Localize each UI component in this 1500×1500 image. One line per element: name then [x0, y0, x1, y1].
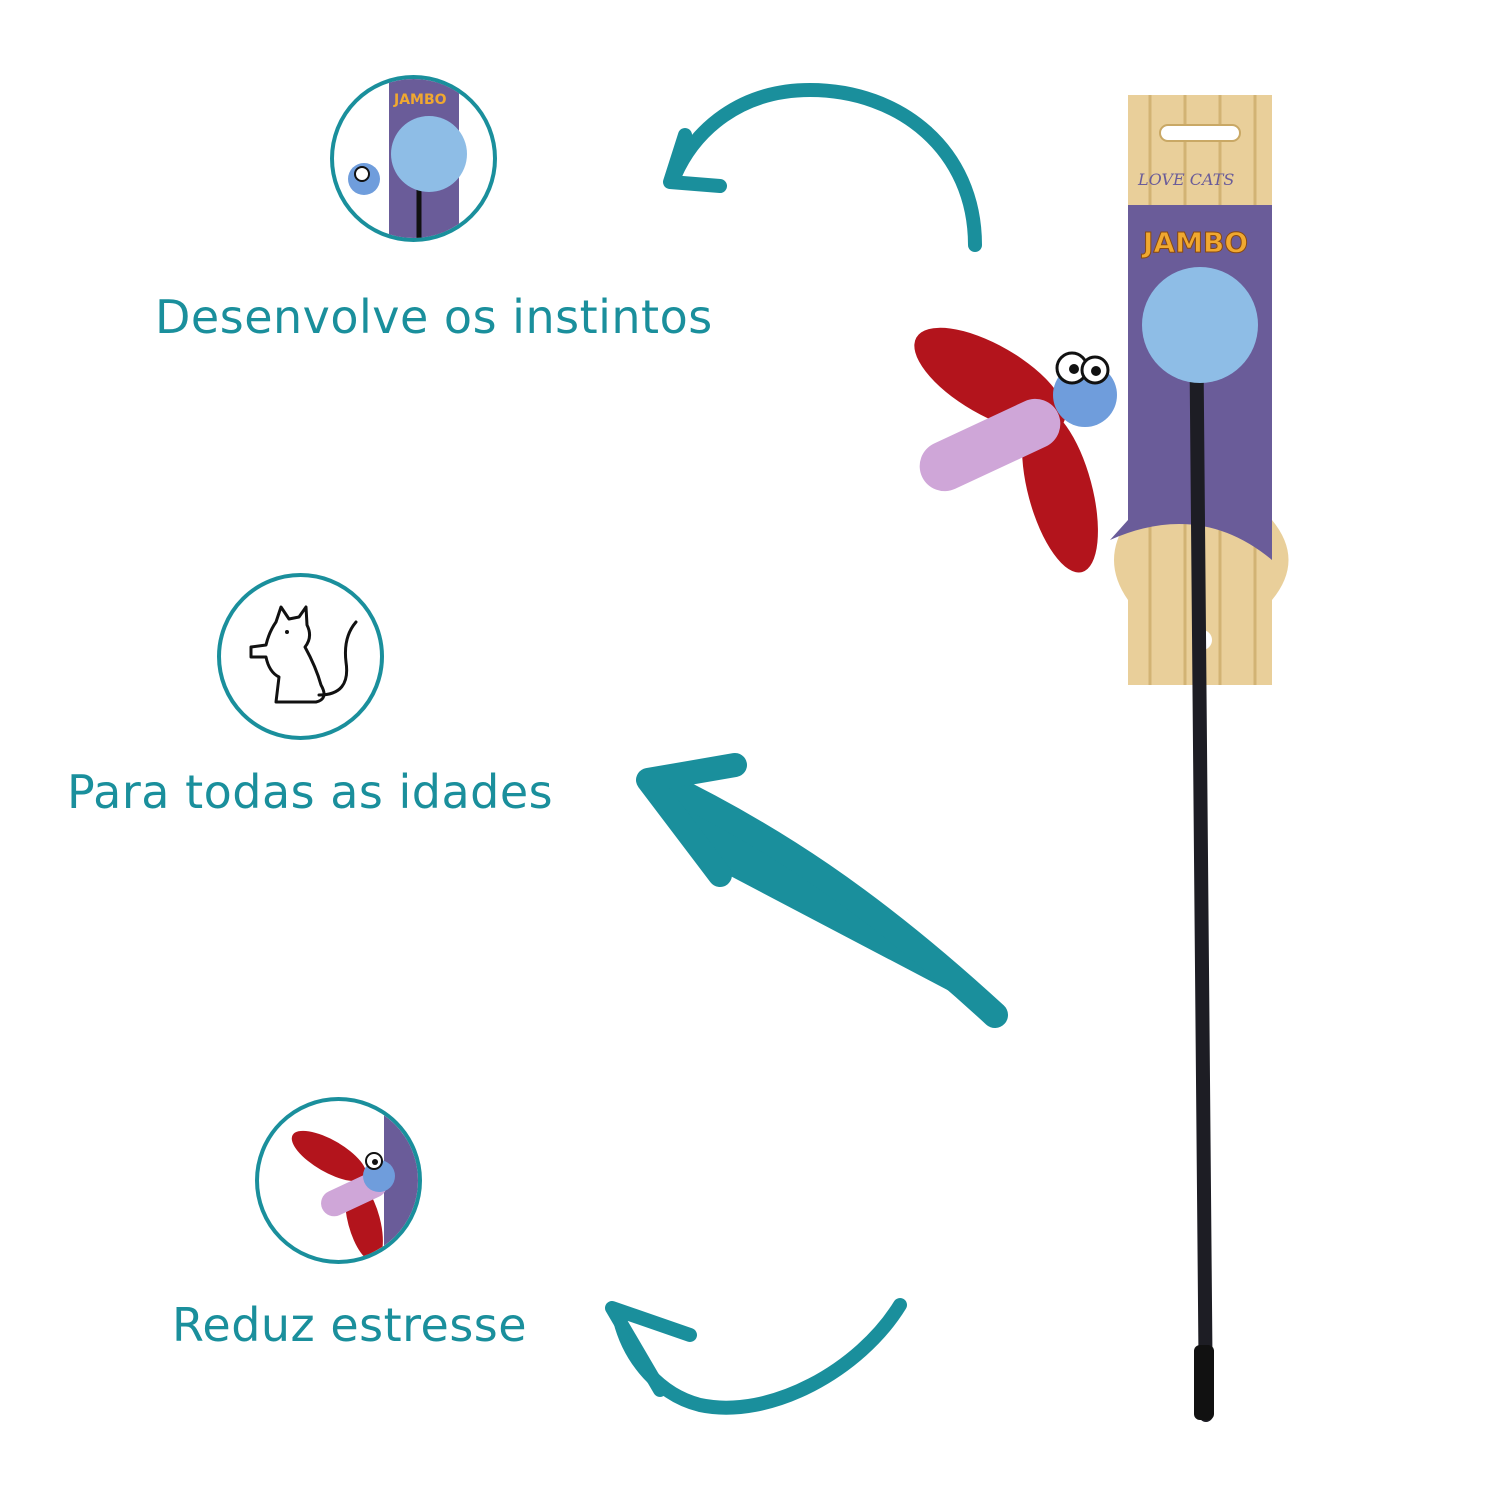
wand-stick: [1189, 293, 1213, 1422]
feature-label-3: Reduz estresse: [172, 1298, 528, 1352]
feature-icon-circle-2: [217, 573, 384, 740]
feature-icon-circle-1: JAMBO: [330, 75, 497, 242]
svg-text:JAMBO: JAMBO: [393, 92, 447, 108]
product-line-logo: LOVE CATS: [1137, 170, 1234, 189]
toy-ball-closeup-icon: JAMBO: [348, 79, 467, 238]
feature-label-2: Para todas as idades: [67, 765, 554, 819]
sitting-cat-icon: [249, 605, 358, 704]
feature-icon-circle-3: [255, 1097, 422, 1264]
feature-label-1: Desenvolve os instintos: [155, 290, 713, 344]
product-brand-logo: JAMBO: [1141, 226, 1248, 259]
dragonfly-closeup-icon: [291, 1101, 418, 1260]
arrow-top-icon: [668, 82, 982, 252]
dragonfly-toy: [914, 327, 1117, 573]
plush-ball: [1142, 267, 1258, 383]
